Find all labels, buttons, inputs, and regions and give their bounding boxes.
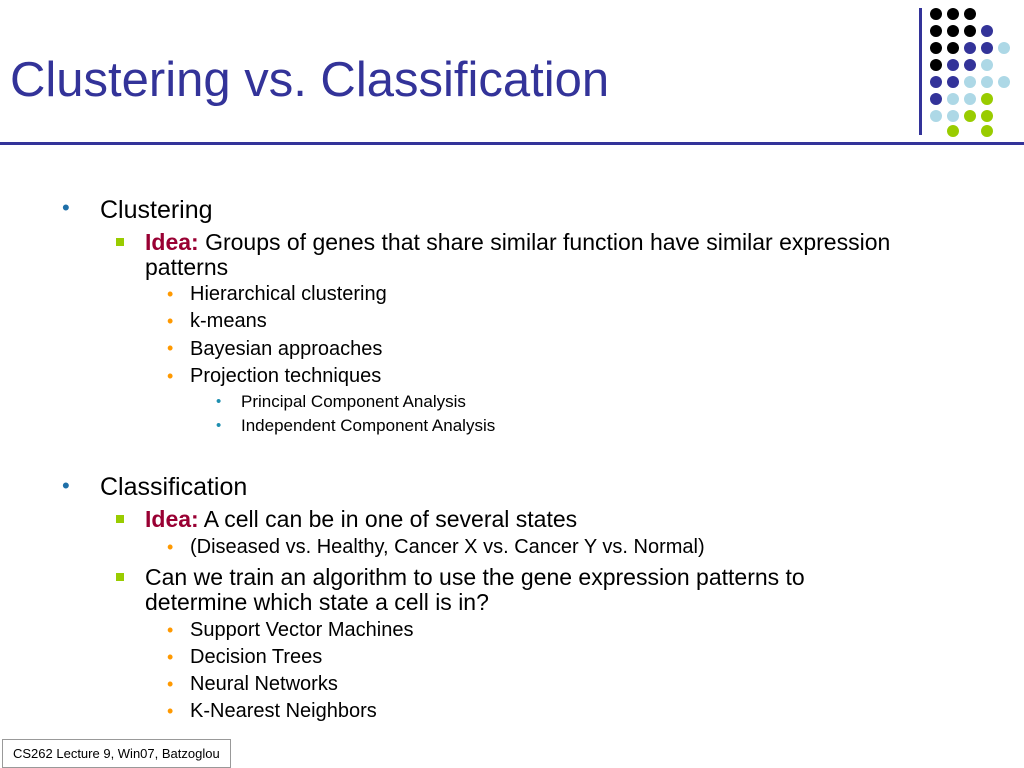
decorative-dot <box>930 76 942 88</box>
bullet-dot: • <box>167 366 174 386</box>
bullet-dot: • <box>167 674 174 694</box>
decorative-dot <box>981 125 993 137</box>
bullet-dot: • <box>167 701 174 721</box>
bullet-dot: • <box>167 284 174 304</box>
decorative-dot <box>947 59 959 71</box>
list-item: Projection techniques <box>190 365 382 387</box>
decorative-dot <box>964 42 976 54</box>
idea-text: Groups of genes that share similar funct… <box>198 229 891 255</box>
list-item: Hierarchical clustering <box>190 283 387 305</box>
decorative-dot <box>964 93 976 105</box>
classification-question-continued: determine which state a cell is in? <box>145 589 489 615</box>
idea-label: Idea: <box>145 506 199 532</box>
list-item: Decision Trees <box>190 646 323 668</box>
bullet-dot: • <box>167 311 174 331</box>
bullet-square <box>116 573 124 581</box>
bullet-dot: • <box>62 195 70 220</box>
decorative-dot <box>930 8 942 20</box>
decorative-dot <box>930 42 942 54</box>
decorative-dot <box>981 59 993 71</box>
list-item: Principal Component Analysis <box>241 392 466 411</box>
decorative-dot <box>981 93 993 105</box>
classification-question: Can we train an algorithm to use the gen… <box>145 564 805 590</box>
slide-body: • Clustering Idea: Groups of genes that … <box>62 195 890 722</box>
decorative-dot <box>981 42 993 54</box>
list-item: (Diseased vs. Healthy, Cancer X vs. Canc… <box>190 536 705 558</box>
decorative-dot <box>964 110 976 122</box>
decorative-dot <box>998 42 1010 54</box>
decorative-dot <box>981 25 993 37</box>
idea-label: Idea: <box>145 229 199 255</box>
decorative-dot <box>964 25 976 37</box>
bullet-dot: • <box>167 647 174 667</box>
list-item: Independent Component Analysis <box>241 416 496 435</box>
bullet-dot: • <box>62 473 70 498</box>
decorative-dot <box>998 76 1010 88</box>
decorative-dot <box>930 59 942 71</box>
decorative-dot <box>947 110 959 122</box>
decorative-dot-grid <box>922 0 1024 140</box>
bullet-dot: • <box>167 620 174 640</box>
list-item: Neural Networks <box>190 673 338 695</box>
decorative-dot <box>930 25 942 37</box>
decorative-dot <box>964 76 976 88</box>
decorative-dot <box>947 42 959 54</box>
idea-text: A cell can be in one of several states <box>198 506 578 532</box>
bullet-dot: • <box>216 417 222 434</box>
decorative-dot <box>930 110 942 122</box>
classification-heading: Classification <box>100 473 248 501</box>
slide-title: Clustering vs. Classification <box>10 53 610 107</box>
decorative-dot <box>981 110 993 122</box>
decorative-dot <box>947 125 959 137</box>
clustering-idea-continued: patterns <box>145 254 229 280</box>
slide-footer: CS262 Lecture 9, Win07, Batzoglou <box>2 739 231 768</box>
decorative-dot <box>981 76 993 88</box>
decorative-vertical-rule <box>919 8 922 135</box>
decorative-dot <box>964 59 976 71</box>
bullet-dot: • <box>167 338 174 358</box>
clustering-heading: Clustering <box>100 196 213 224</box>
bullet-dot: • <box>167 537 174 557</box>
title-underline <box>0 142 1024 145</box>
decorative-dot <box>947 25 959 37</box>
classification-idea: Idea: A cell can be in one of several st… <box>145 506 577 533</box>
decorative-dot <box>947 93 959 105</box>
clustering-idea: Idea: Groups of genes that share similar… <box>145 229 890 256</box>
bullet-square <box>116 238 124 246</box>
decorative-dot <box>964 8 976 20</box>
list-item: k-means <box>190 310 267 332</box>
list-item: K-Nearest Neighbors <box>190 700 377 722</box>
decorative-dot <box>947 76 959 88</box>
list-item: Bayesian approaches <box>190 338 383 360</box>
bullet-dot: • <box>216 393 222 410</box>
decorative-dot <box>947 8 959 20</box>
bullet-square <box>116 515 124 523</box>
list-item: Support Vector Machines <box>190 619 414 641</box>
decorative-dot <box>930 93 942 105</box>
